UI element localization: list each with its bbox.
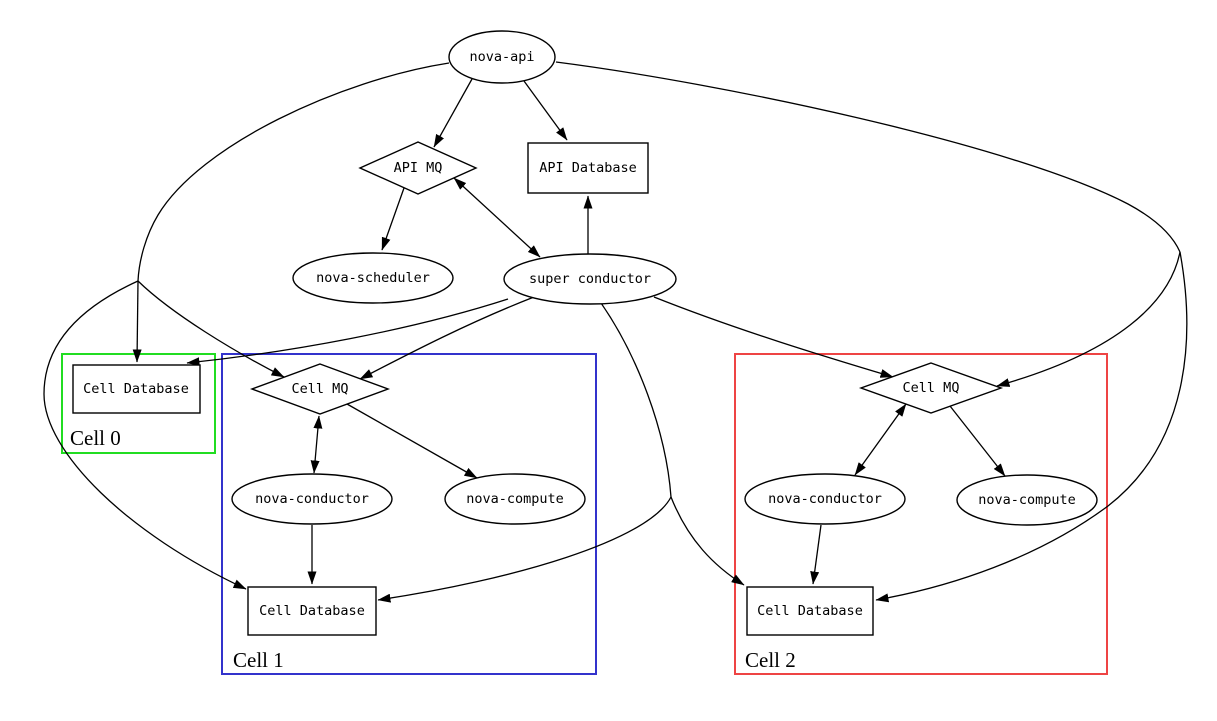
node-cell0-database-shape [72, 364, 201, 414]
node-api-mq-label: API MQ [394, 160, 443, 176]
cluster-cell2: Cell 2 [734, 353, 1108, 675]
node-super-conductor-shape [503, 253, 677, 305]
edge-cell1-mq-to-nova-compute [346, 403, 478, 479]
edge-super-conductor-to-cell2-mq [653, 296, 894, 378]
edge-nova-api-to-cell1-mq [137, 280, 285, 378]
cluster-cell0-label: Cell 0 [70, 426, 121, 450]
cluster-cell2-label: Cell 2 [745, 648, 796, 672]
node-cell1-mq: Cell MQ [249, 363, 391, 415]
edges [43, 61, 1188, 603]
edge-cell2-mq-nova-conductor-bidirectional [854, 403, 907, 476]
node-cell1-conductor-shape [231, 473, 393, 525]
node-cell1-conductor: nova-conductor [231, 473, 393, 525]
node-cell0-database: Cell Database [72, 364, 201, 414]
node-nova-api: nova-api [448, 30, 556, 84]
node-cell2-conductor-label: nova-conductor [768, 491, 882, 507]
edge-nova-api-to-api-mq [433, 78, 473, 148]
node-nova-api-shape [448, 30, 556, 84]
edge-api-mq-to-nova-scheduler [381, 187, 405, 251]
node-cell2-mq: Cell MQ [858, 362, 1004, 414]
edge-nova-api-to-api-database [523, 80, 568, 141]
node-cell2-conductor: nova-conductor [744, 473, 906, 525]
nodes: nova-api API MQ API Database nova-schedu… [72, 30, 1098, 636]
node-cell2-database-label: Cell Database [757, 603, 863, 619]
edge-nova-api-to-cell2-mq [996, 251, 1181, 387]
node-nova-scheduler-label: nova-scheduler [316, 270, 430, 286]
node-cell2-compute-shape [956, 474, 1098, 526]
node-cell1-mq-label: Cell MQ [292, 381, 349, 397]
node-cell1-database: Cell Database [247, 586, 377, 636]
edge-super-conductor-to-cell1-mq [359, 296, 535, 380]
edge-cell2-mq-to-nova-compute [949, 405, 1006, 477]
node-nova-scheduler-shape [292, 252, 454, 304]
edge-nova-api-to-cell1-database [43, 280, 247, 590]
edge-cell2-conductor-to-cell2-database [810, 524, 822, 585]
node-cell2-mq-label: Cell MQ [903, 380, 960, 396]
node-cell2-mq-shape [858, 362, 1004, 414]
node-api-database: API Database [527, 142, 649, 194]
node-cell2-compute: nova-compute [956, 474, 1098, 526]
node-super-conductor: super conductor [503, 253, 677, 305]
edge-nova-api-right-trunk [555, 61, 1181, 253]
cluster-cell1-label: Cell 1 [233, 648, 284, 672]
edge-super-conductor-to-cell0-database [186, 298, 509, 367]
node-cell2-compute-label: nova-compute [978, 492, 1076, 508]
node-cell1-mq-shape [249, 363, 391, 415]
node-api-mq: API MQ [358, 141, 478, 195]
node-api-mq-shape [358, 141, 478, 195]
node-nova-scheduler: nova-scheduler [292, 252, 454, 304]
node-api-database-label: API Database [539, 160, 637, 176]
node-cell2-database-shape [746, 586, 874, 636]
node-cell2-database: Cell Database [746, 586, 874, 636]
edge-api-mq-super-conductor-bidirectional [453, 177, 541, 258]
node-cell1-conductor-label: nova-conductor [255, 491, 369, 507]
edge-cell1-mq-nova-conductor-bidirectional [310, 415, 323, 474]
edge-super-conductor-to-cell2-database [670, 496, 745, 586]
node-cell0-database-label: Cell Database [83, 381, 189, 397]
node-cell1-database-shape [247, 586, 377, 636]
edge-super-conductor-to-cell1-database [377, 496, 672, 603]
node-cell1-compute-label: nova-compute [466, 491, 564, 507]
node-cell2-conductor-shape [744, 473, 906, 525]
node-api-database-shape [527, 142, 649, 194]
edge-super-conductor-middle-trunk [600, 302, 672, 498]
edge-nova-api-to-cell0-database [132, 280, 142, 363]
node-nova-api-label: nova-api [469, 49, 534, 65]
edge-nova-api-to-cell2-database [875, 251, 1188, 603]
node-cell1-database-label: Cell Database [259, 603, 365, 619]
node-cell1-compute-shape [444, 473, 586, 525]
cluster-cell2-border [734, 353, 1108, 675]
node-cell1-compute: nova-compute [444, 473, 586, 525]
node-super-conductor-label: super conductor [529, 271, 651, 287]
edge-nova-api-left-trunk [137, 62, 450, 282]
